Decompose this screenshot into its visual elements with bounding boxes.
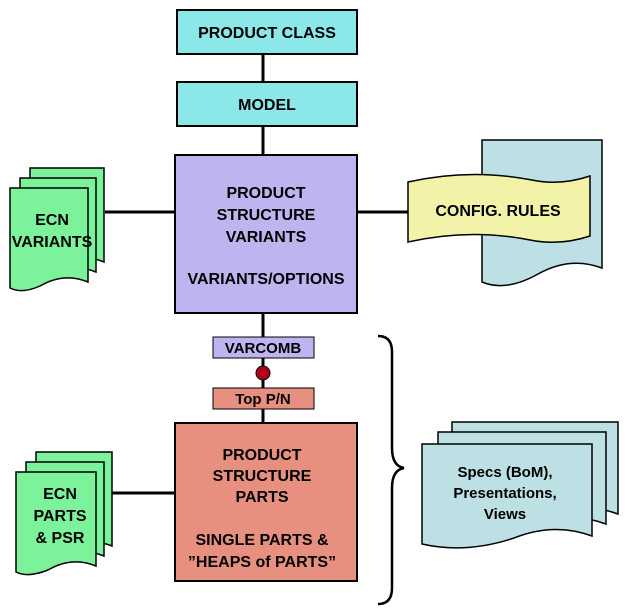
product-structure-variants-box [174, 154, 358, 314]
ecn-variants-line-2: VARIANTS [12, 234, 93, 251]
variants-line-4: VARIANTS/OPTIONS [187, 271, 344, 288]
specs-line-3: Views [484, 506, 526, 523]
product-class-box [176, 9, 358, 55]
parts-line-4: SINGLE PARTS & [195, 532, 328, 549]
parts-line-5: ”HEAPS of PARTS” [188, 554, 336, 571]
variants-line-2: STRUCTURE [217, 207, 316, 224]
product-structure-parts-node: PRODUCT STRUCTURE PARTS SINGLE PARTS & ”… [174, 422, 358, 582]
specs-line-1: Specs (BoM), [457, 464, 552, 481]
product-class-node: PRODUCT CLASS [176, 9, 358, 55]
config-rules-label: CONFIG. RULES [435, 203, 561, 220]
model-node: MODEL [176, 81, 358, 127]
curly-brace [377, 334, 405, 606]
product-structure-parts-box [174, 422, 358, 582]
specs-doc-front [421, 443, 593, 549]
parts-line-3: PARTS [235, 489, 288, 506]
top-pn-node: Top P/N [212, 387, 315, 410]
ecn-parts-line-2: PARTS [33, 508, 86, 525]
variants-line-3: VARIANTS [226, 229, 307, 246]
variants-line-1: PRODUCT [226, 185, 305, 202]
specs-documents: Specs (BoM), Presentations, Views [421, 421, 619, 549]
ecn-variants-documents: ECN VARIANTS [9, 167, 105, 292]
parts-line-1: PRODUCT [222, 447, 301, 464]
ecn-parts-line-1: ECN [43, 486, 77, 503]
specs-line-2: Presentations, [453, 485, 556, 502]
top-pn-box [212, 387, 315, 410]
config-rules-shape [407, 173, 591, 243]
varcomb-node: VARCOMB [212, 336, 315, 359]
model-label: MODEL [238, 97, 296, 114]
model-box [176, 81, 358, 127]
ecn-parts-documents: ECN PARTS & PSR [15, 451, 113, 576]
varcomb-label: VARCOMB [225, 340, 302, 357]
top-pn-label: Top P/N [235, 391, 291, 408]
config-rules-node: CONFIG. RULES [407, 173, 591, 243]
product-structure-variants-node: PRODUCT STRUCTURE VARIANTS VARIANTS/OPTI… [174, 154, 358, 314]
ecn-variants-line-1: ECN [35, 212, 69, 229]
junction-node [255, 365, 271, 381]
varcomb-box [212, 336, 315, 359]
ecn-parts-line-3: & PSR [36, 530, 85, 547]
product-class-label: PRODUCT CLASS [198, 25, 336, 42]
parts-line-2: STRUCTURE [213, 468, 312, 485]
ecn-parts-doc-front [15, 471, 97, 576]
ecn-variants-doc-front [9, 187, 89, 292]
